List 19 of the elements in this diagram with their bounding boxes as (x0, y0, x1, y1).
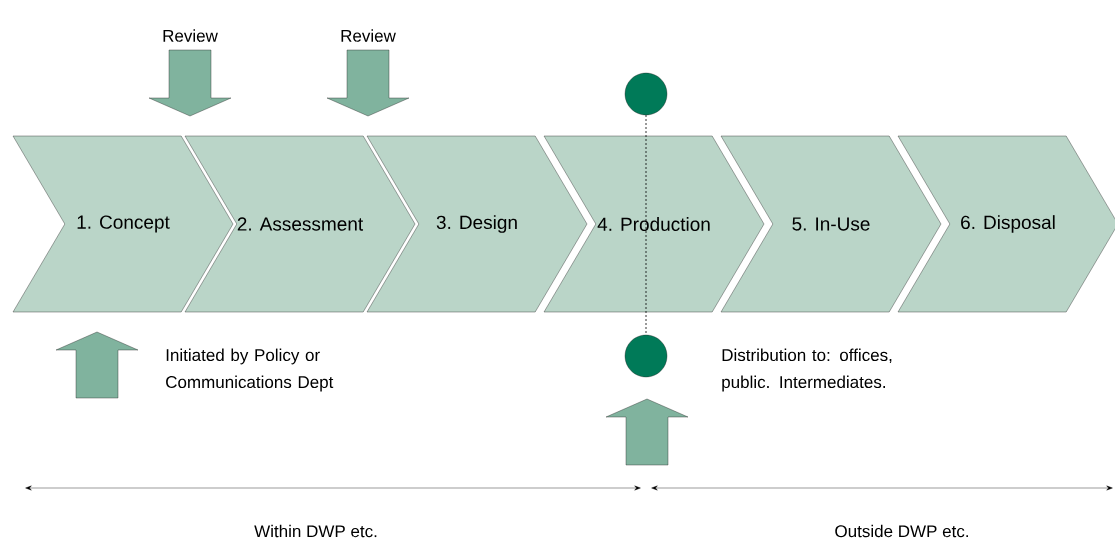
block-arrow (148, 49, 232, 117)
milestone-dot (624, 334, 668, 378)
range-label: Outside DWP etc. (835, 524, 968, 538)
milestone-dot (624, 72, 668, 116)
block-arrow (605, 398, 689, 466)
node-label: Review (341, 29, 396, 42)
chevron-step: 2. Assessment (184, 135, 416, 313)
chevron-step: 5. In-Use (720, 135, 942, 313)
chevron-step: 3. Design (366, 135, 588, 313)
chevron-step: 6. Disposal (897, 135, 1115, 313)
chevron-step: 4. Production (543, 135, 765, 313)
node-label: Review (163, 29, 218, 42)
block-arrow (55, 331, 139, 399)
node-label: 6. Disposal (961, 215, 1055, 233)
node-label: Initiated by Policy or Communications Dept (166, 348, 334, 392)
block-arrow (326, 49, 410, 117)
chevron-step: 1. Concept (12, 135, 234, 313)
range-label: Within DWP etc. (254, 524, 377, 538)
node-label: Distribution to: offices, public. Intermediates. (722, 348, 892, 392)
